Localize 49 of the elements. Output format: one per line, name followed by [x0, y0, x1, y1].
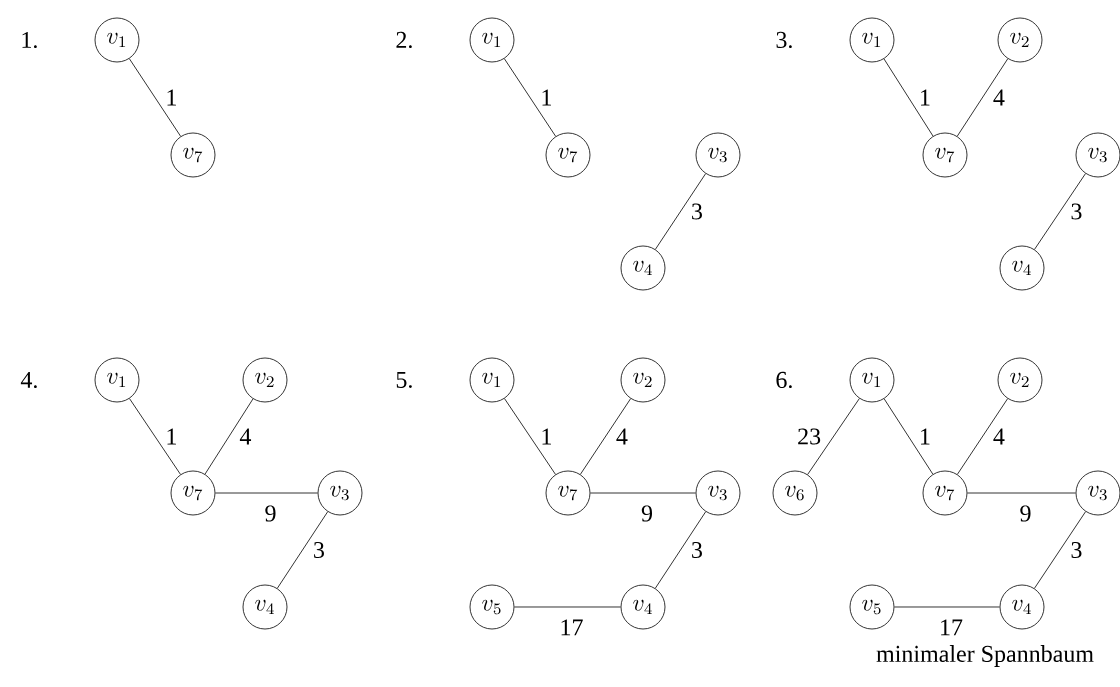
edge-label: 23 — [798, 428, 821, 445]
edge-line — [807, 398, 860, 475]
edge-label: 1 — [542, 89, 551, 106]
edge-line — [514, 606, 621, 608]
edge-label: 17 — [561, 619, 583, 636]
step-number: 5. — [396, 371, 412, 389]
edge-line — [1034, 511, 1086, 589]
edge-label: 1 — [167, 428, 176, 445]
step-number: 2. — [396, 31, 412, 49]
edge-label: 3 — [1071, 541, 1082, 559]
edge-line — [128, 58, 182, 137]
edge-line — [883, 58, 934, 137]
edge-label: 9 — [1020, 505, 1031, 522]
edge-label: 9 — [265, 505, 276, 522]
edge-label: 4 — [993, 428, 1005, 445]
edge-label: 4 — [993, 89, 1005, 106]
edge-label: 3 — [314, 541, 324, 559]
step-number: 6. — [776, 371, 792, 389]
edge-line — [967, 492, 1076, 494]
edge-line — [655, 173, 706, 250]
step-number: 1. — [22, 31, 37, 49]
edge-label: 3 — [692, 541, 702, 559]
edge-label: 3 — [1071, 203, 1082, 220]
step-number: 3. — [776, 31, 792, 49]
edge-label: 1 — [542, 428, 551, 445]
edge-label: 1 — [921, 428, 930, 445]
edge-line — [215, 492, 318, 494]
edge-label: 3 — [692, 203, 702, 220]
edge-line — [204, 398, 254, 475]
edge-line — [956, 58, 1009, 137]
edge-label: 1 — [921, 89, 930, 106]
edge-line — [654, 511, 707, 589]
edge-line — [957, 398, 1008, 475]
step-number: 4. — [20, 371, 37, 389]
edge-label: 1 — [167, 89, 176, 106]
edge-label: 9 — [641, 505, 652, 522]
edge-label: 17 — [941, 619, 963, 636]
edge-line — [504, 398, 556, 475]
edge-line — [580, 398, 631, 475]
caption: minimaler Spannbaum — [876, 645, 1094, 667]
edge-line — [883, 398, 934, 475]
edge-label: 4 — [239, 428, 252, 445]
edge-line — [129, 398, 181, 475]
edge-line — [503, 58, 557, 137]
edge-label: 4 — [616, 428, 628, 445]
edge-line — [590, 492, 696, 494]
edge-line — [1034, 173, 1086, 250]
edge-line — [276, 511, 329, 589]
edge-line — [894, 606, 1000, 608]
